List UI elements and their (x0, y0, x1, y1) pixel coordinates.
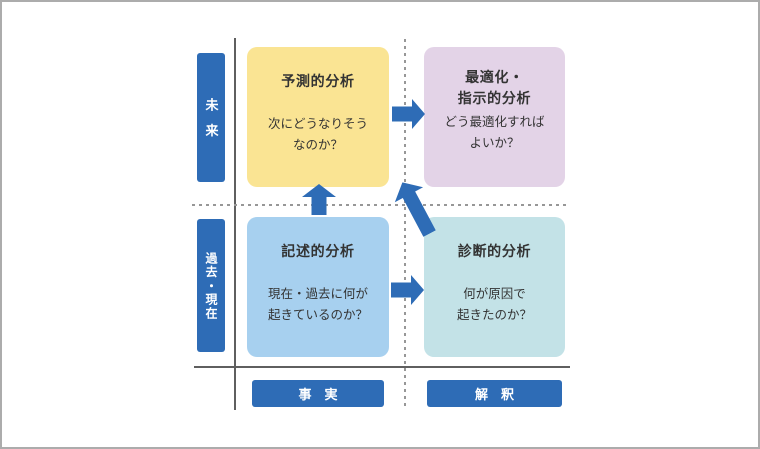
arrow-right-icon (392, 99, 425, 129)
quadrant-title: 診断的分析 (457, 243, 532, 259)
quadrant-title: 予測的分析 (281, 73, 355, 89)
x-label-interpretation: 解 釈 (427, 380, 562, 407)
y-axis-line (234, 38, 236, 410)
quadrant-description: 現在・過去に何が 起きているのか？ (267, 287, 368, 323)
quadrant-description: 何が原因で 起きたのか？ (456, 287, 532, 323)
quadrant-descriptive-analysis: 記述的分析 現在・過去に何が 起きているのか？ (247, 217, 389, 357)
arrow-right-icon (391, 275, 424, 305)
arrow-up-icon (302, 184, 336, 215)
quadrant-diagnostic-analysis: 診断的分析 何が原因で 起きたのか？ (424, 217, 565, 357)
quadrant-title: 最適化・ 指示的分析 (457, 69, 532, 106)
y-label-past-present: 過去・現在 (197, 219, 225, 352)
x-axis-line (194, 366, 570, 368)
quadrant-description: どう最適化すれば よいか？ (444, 115, 545, 151)
y-label-future: 未来 (197, 53, 225, 182)
quadrant-prescriptive-analysis: 最適化・ 指示的分析 どう最適化すれば よいか？ (424, 47, 565, 187)
horizontal-divider-dotted (192, 204, 570, 206)
x-label-fact-text: 事 実 (298, 387, 338, 402)
quadrant-predictive-analysis: 予測的分析 次にどうなりそう なのか？ (247, 47, 389, 187)
y-label-future-text: 未来 (203, 98, 219, 150)
quadrant-description: 次にどうなりそう なのか？ (267, 117, 368, 153)
quadrant-title: 記述的分析 (281, 243, 355, 259)
vertical-divider-dotted (404, 39, 406, 410)
arrow-up-left-icon (388, 175, 443, 241)
x-label-interpretation-text: 解 釈 (474, 387, 514, 402)
x-label-fact: 事 実 (252, 380, 384, 407)
y-label-past-present-text: 過去・現在 (204, 252, 218, 321)
